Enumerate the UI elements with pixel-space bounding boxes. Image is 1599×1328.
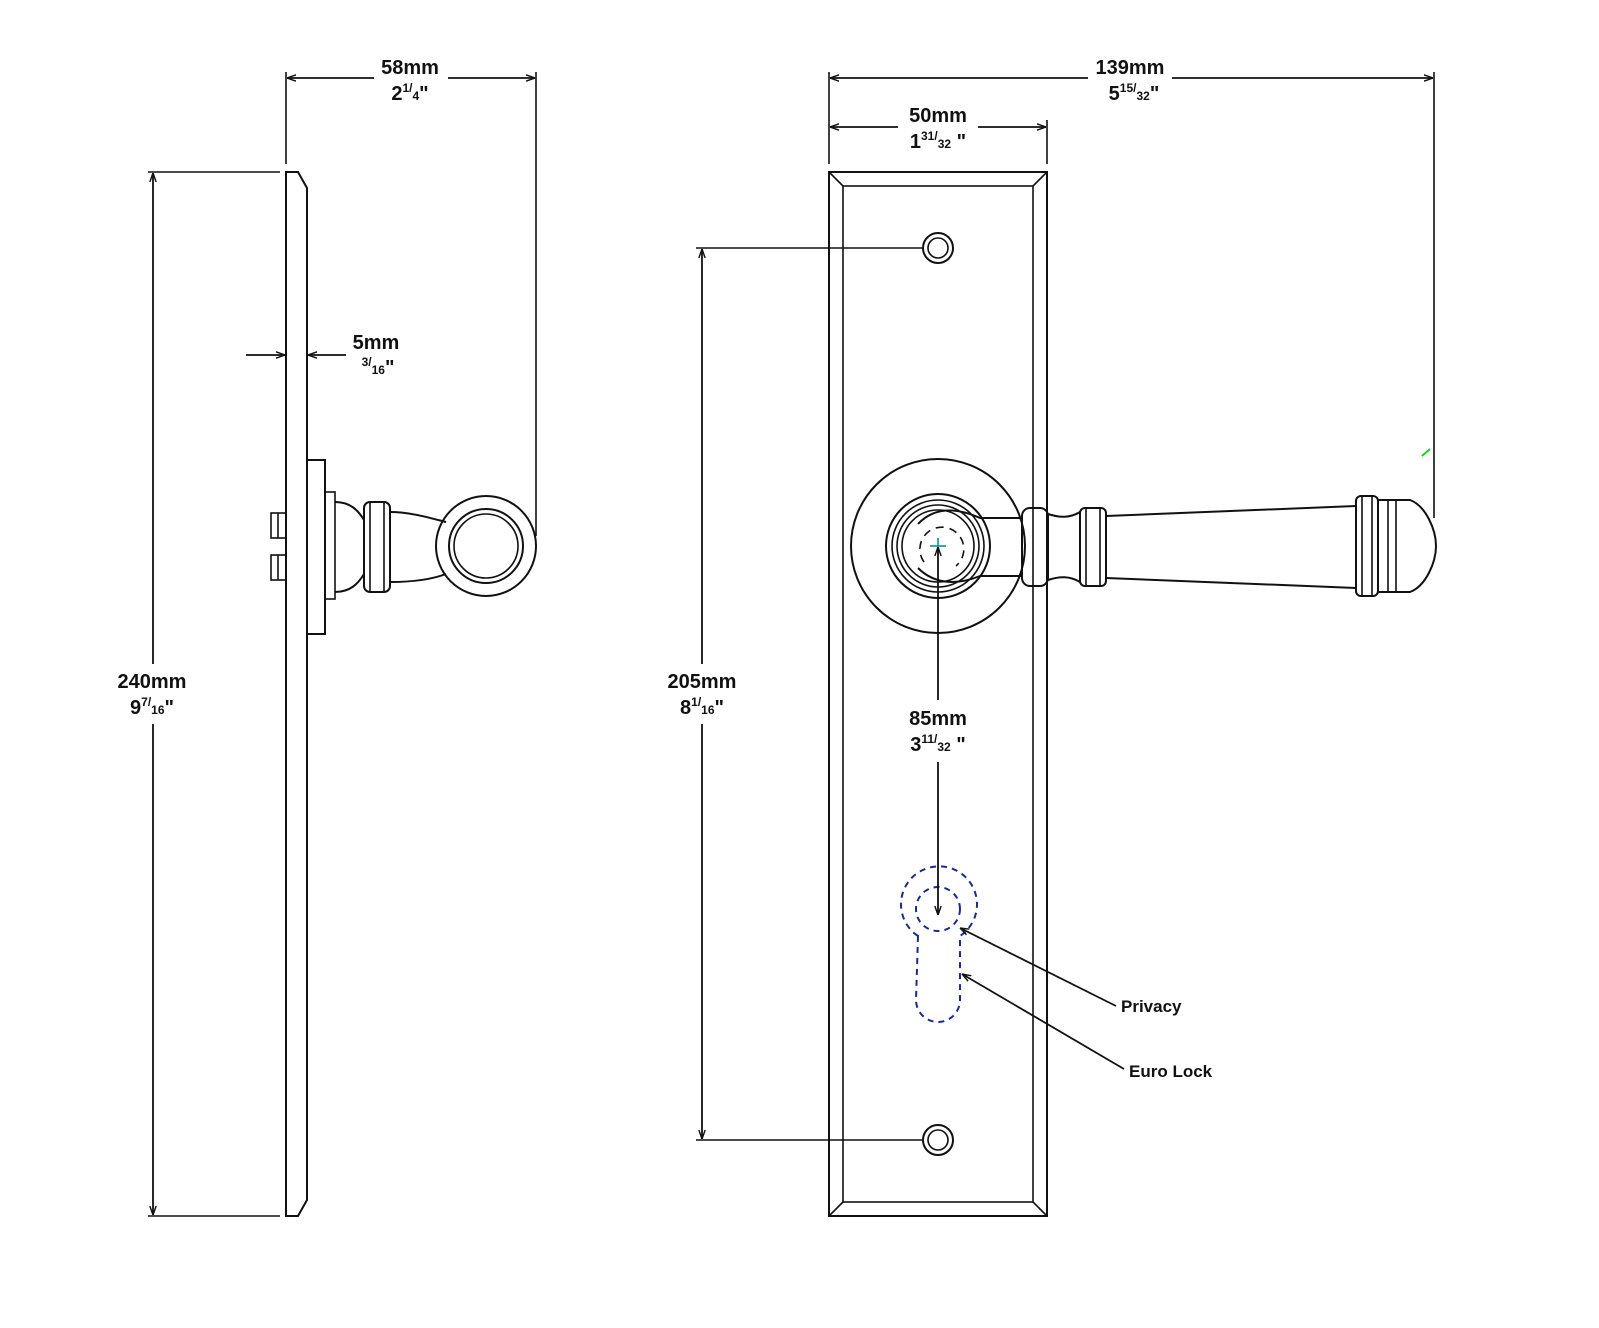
side-lever-end-outer (435, 495, 537, 597)
keyhole-outline (900, 865, 978, 1023)
dim-5-inch: 3/16" (362, 355, 395, 379)
front-lever-collar-1 (1021, 507, 1049, 587)
side-lever-end-inner (448, 508, 524, 584)
side-view: 58mm 21/4" 240mm 97/16" 5mm 3/16" (118, 57, 537, 1217)
callout-privacy: Privacy (1121, 997, 1182, 1016)
front-lever-end-cap (1378, 499, 1438, 593)
dim-50-mm: 50mm (909, 105, 967, 127)
front-lever-end-collar (1355, 495, 1379, 597)
side-lever-collar (363, 501, 391, 593)
front-lever-shaft (1105, 505, 1357, 589)
dim-85-mm: 85mm (909, 708, 967, 730)
dim-139-inch: 515/32" (1109, 81, 1160, 105)
dim-205-inch: 81/16" (680, 695, 724, 719)
screw-hole-top (922, 232, 954, 264)
front-backplate-inner (842, 185, 1034, 1203)
dim-139-mm: 139mm (1096, 57, 1165, 79)
front-view: 139mm 515/32" 50mm 131/32 " 205mm 81/16"… (668, 57, 1438, 1217)
dim-5-mm: 5mm (353, 332, 400, 354)
side-rose-step (324, 491, 336, 600)
dim-205-mm: 205mm (668, 671, 737, 693)
dim-85-inch: 311/32 " (910, 732, 966, 756)
side-lever-neck (334, 501, 365, 593)
front-lever-collar-2 (1079, 507, 1107, 587)
side-backplate (285, 171, 308, 1217)
dim-240-mm: 240mm (118, 671, 187, 693)
dim-58-mm: 58mm (381, 57, 439, 79)
callout-euro-lock: Euro Lock (1129, 1062, 1213, 1081)
front-backplate-outer (828, 171, 1048, 1217)
front-lever-neck (917, 509, 1022, 583)
side-rose (306, 459, 326, 635)
screw-hole-bottom (922, 1124, 954, 1156)
dim-58-inch: 21/4" (391, 81, 428, 105)
dim-50-inch: 131/32 " (910, 129, 966, 153)
stray-mark (1421, 448, 1431, 457)
dim-240-inch: 97/16" (130, 695, 174, 719)
